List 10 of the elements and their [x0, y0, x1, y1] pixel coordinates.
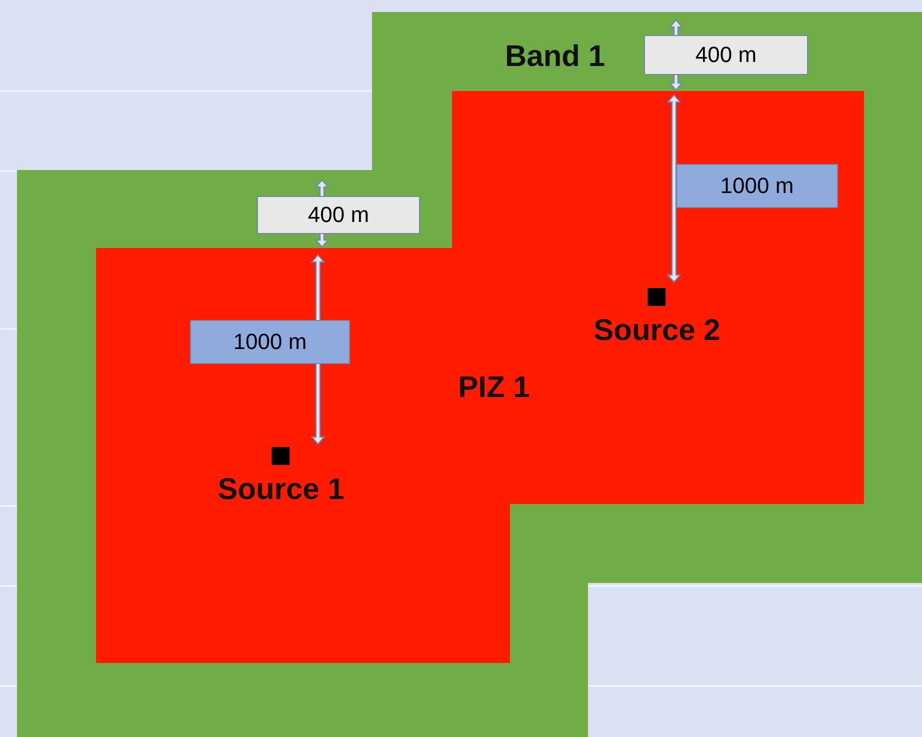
distance-label: 1000 m: [190, 320, 350, 364]
distance-label: 400 m: [257, 196, 420, 234]
source-label: Source 2: [594, 314, 720, 348]
distance-label: 400 m: [644, 35, 808, 75]
zone-label: PIZ 1: [458, 371, 530, 405]
source-label: Source 1: [218, 473, 344, 507]
distance-label: 1000 m: [676, 164, 838, 208]
zone-area: [96, 91, 864, 663]
zone-area: [17, 12, 922, 737]
zone-label: Band 1: [504, 40, 606, 74]
